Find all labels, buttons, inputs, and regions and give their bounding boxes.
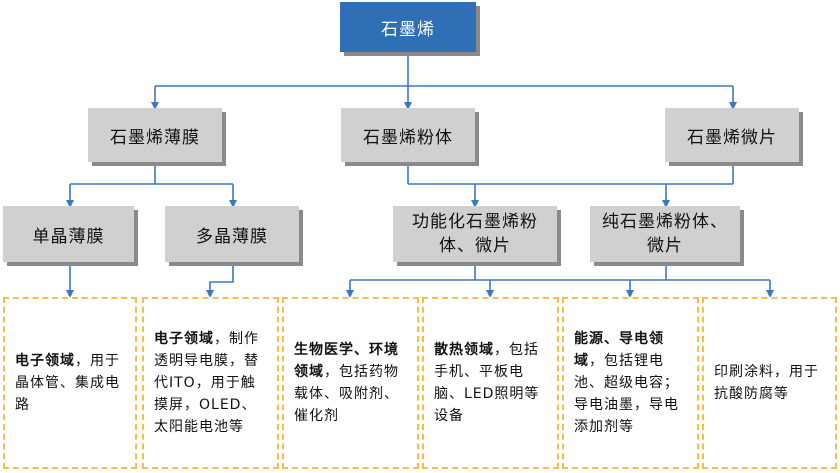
node-graphene-powder: 石墨烯粉体 [341, 108, 475, 162]
application-box-1: 电子领域，用于晶体管、集成电路 [3, 297, 137, 469]
application-3-label: 生物医学、环境领域 [294, 342, 399, 380]
application-4-text: ，包括手机、平板电脑、LED照明等设备 [434, 342, 540, 424]
application-5-text: ，包括锂电池、超级电容；导电油墨，导电添加剂等 [574, 353, 679, 435]
application-1-label: 电子领域 [15, 353, 75, 369]
node-graphene-flake: 石墨烯微片 [665, 108, 799, 162]
application-1-text: ，用于晶体管、集成电路 [15, 353, 120, 413]
root-node: 石墨烯 [340, 2, 476, 52]
application-4-label: 散热领域 [434, 342, 494, 358]
node-pure-powder-label: 纯石墨烯粉体、微片 [602, 212, 728, 256]
node-polycrystal-film-label: 多晶薄膜 [196, 226, 268, 247]
application-box-5: 能源、导电领域，包括锂电池、超级电容；导电油墨，导电添加剂等 [562, 297, 699, 469]
node-functional-powder-label: 功能化石墨烯粉体、微片 [412, 212, 538, 256]
node-graphene-film-label: 石墨烯薄膜 [110, 127, 200, 148]
node-polycrystal-film: 多晶薄膜 [165, 206, 299, 262]
application-box-3: 生物医学、环境领域，包括药物载体、吸附剂、催化剂 [282, 297, 419, 469]
application-3-text: ，包括药物载体、吸附剂、催化剂 [294, 364, 399, 424]
node-graphene-flake-label: 石墨烯微片 [687, 127, 777, 148]
application-2-label: 电子领域 [154, 331, 214, 347]
application-box-6: 印刷涂料，用于抗酸防腐等 [702, 297, 837, 469]
edge-poly-app2 [206, 262, 234, 298]
node-single-crystal-film-label: 单晶薄膜 [32, 226, 105, 247]
node-functional-powder: 功能化石墨烯粉体、微片 [393, 206, 557, 262]
application-box-4: 散热领域，包括手机、平板电脑、LED照明等设备 [422, 297, 559, 469]
application-box-2: 电子领域，制作透明导电膜，替代ITO，用于触摸屏，OLED、太阳能电池等 [142, 297, 279, 469]
root-label: 石墨烯 [381, 19, 435, 40]
node-graphene-film: 石墨烯薄膜 [88, 108, 222, 162]
application-6-text: 印刷涂料，用于抗酸防腐等 [714, 364, 819, 402]
application-2-text: ，制作透明导电膜，替代ITO，用于触摸屏，OLED、太阳能电池等 [154, 331, 259, 435]
node-graphene-powder-label: 石墨烯粉体 [363, 127, 453, 148]
node-single-crystal-film: 单晶薄膜 [3, 206, 134, 262]
application-5-label: 能源、导电领域 [574, 331, 664, 369]
node-pure-powder: 纯石墨烯粉体、微片 [590, 206, 740, 262]
